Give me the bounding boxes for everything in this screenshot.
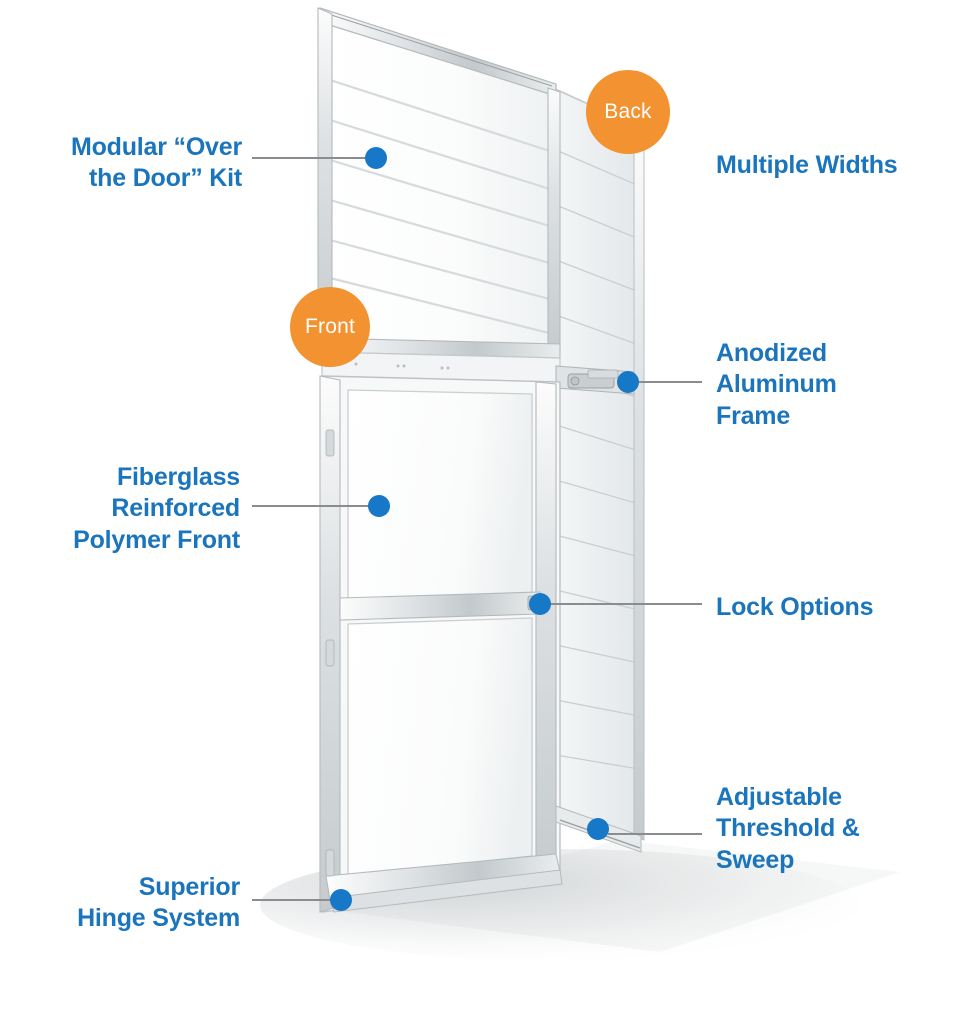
callout-label-adjustable-threshold-and-sweep: Adjustable Threshold & Sweep — [716, 783, 860, 874]
callout-label-superior-hinge-system: Superior Hinge System — [77, 873, 240, 933]
callout-dot-fiberglass-reinforced-polymer-front[interactable] — [368, 495, 390, 517]
callout-dot-lock-options[interactable] — [529, 593, 551, 615]
callout-label-anodized-aluminum-frame: Anodized Aluminum Frame — [716, 339, 837, 430]
badge-front: Front — [290, 287, 370, 367]
door-closer-hardware — [555, 365, 635, 395]
callout-label-multiple-widths: Multiple Widths — [716, 151, 898, 179]
leader-lines — [252, 157, 702, 901]
badge-back: Back — [586, 70, 670, 154]
front-louver-panel — [317, 7, 561, 359]
callout-dot-modular-over-the-door-kit[interactable] — [365, 147, 387, 169]
callout-label-modular-over-the-door-kit: Modular “Over the Door” Kit — [70, 133, 242, 193]
callout-label-lock-options: Lock Options — [716, 593, 874, 621]
callout-dot-adjustable-threshold-and-sweep[interactable] — [587, 818, 609, 840]
lower-door-assembly — [319, 375, 563, 913]
back-louver-panel — [552, 86, 645, 841]
callout-dot-anodized-aluminum-frame[interactable] — [617, 371, 639, 393]
callout-dots — [330, 147, 639, 911]
callout-label-fiberglass-reinforced-polymer-front: Fiberglass Reinforced Polymer Front — [73, 463, 240, 554]
callout-dot-superior-hinge-system[interactable] — [330, 889, 352, 911]
